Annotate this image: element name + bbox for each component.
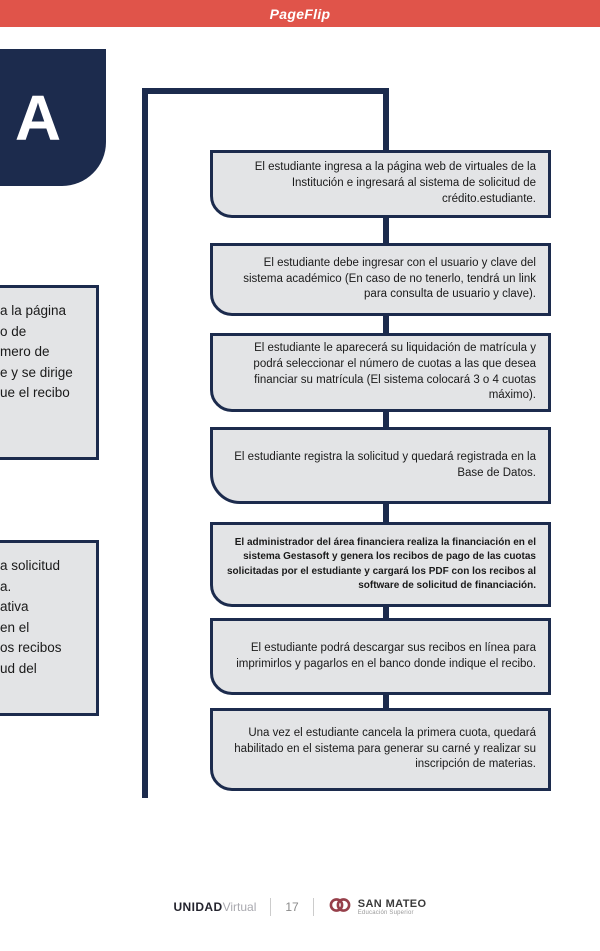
sanmateo-logo: SAN MATEO Educación Superior [328,895,427,920]
flow-box-6: El estudiante podrá descargar sus recibo… [210,618,551,695]
flow-box-2: El estudiante debe ingresar con el usuar… [210,243,551,316]
flow-connector-left [142,88,148,798]
flow-box-text: Una vez el estudiante cancela la primera… [234,726,536,771]
flow-connector-spine [383,88,389,748]
left-flow-box-text: a solicitud a. ativa en el os recibos ud… [0,558,62,676]
footer-divider [312,898,314,916]
flow-box-1: El estudiante ingresa a la página web de… [210,150,551,218]
left-flow-box-text: a la página o de mero de e y se dirige u… [0,303,73,400]
flow-box-text: El estudiante le aparecerá su liquidació… [253,341,536,402]
footer-divider [270,898,272,916]
page-number: 17 [285,900,299,914]
flow-box-4: El estudiante registra la solicitud y qu… [210,427,551,504]
flow-connector-top [142,88,389,94]
flow-box-text: El estudiante debe ingresar con el usuar… [243,256,536,301]
logo-text: SAN MATEO Educación Superior [358,898,427,917]
pageflip-title: PageFlip [269,5,331,22]
header-bar: PageFlip [0,0,600,27]
logo-subtitle: Educación Superior [357,909,414,916]
corner-letter: A [14,81,62,154]
brand-wordmark: UNIDAD Virtual [173,900,256,914]
flow-box-7: Una vez el estudiante cancela la primera… [210,708,551,791]
left-flow-box-1: a la página o de mero de e y se dirige u… [0,285,99,460]
brand-bold: UNIDAD [173,900,223,914]
flow-box-text: El estudiante podrá descargar sus recibo… [236,641,536,670]
interlocked-rings-icon [328,895,352,920]
flow-box-5: El administrador del área financiera rea… [210,522,551,607]
brand-light: Virtual [222,900,257,914]
flow-box-text: El estudiante registra la solicitud y qu… [234,450,536,479]
left-flow-box-2: a solicitud a. ativa en el os recibos ud… [0,540,99,716]
flow-box-3: El estudiante le aparecerá su liquidació… [210,333,551,412]
logo-title: SAN MATEO [357,897,427,910]
footer: UNIDAD Virtual 17 SAN MATEO Educación Su… [0,892,600,922]
flow-box-text: El administrador del área financiera rea… [227,536,536,592]
flow-box-text: El estudiante ingresa a la página web de… [254,161,536,205]
corner-badge: A [0,49,106,186]
